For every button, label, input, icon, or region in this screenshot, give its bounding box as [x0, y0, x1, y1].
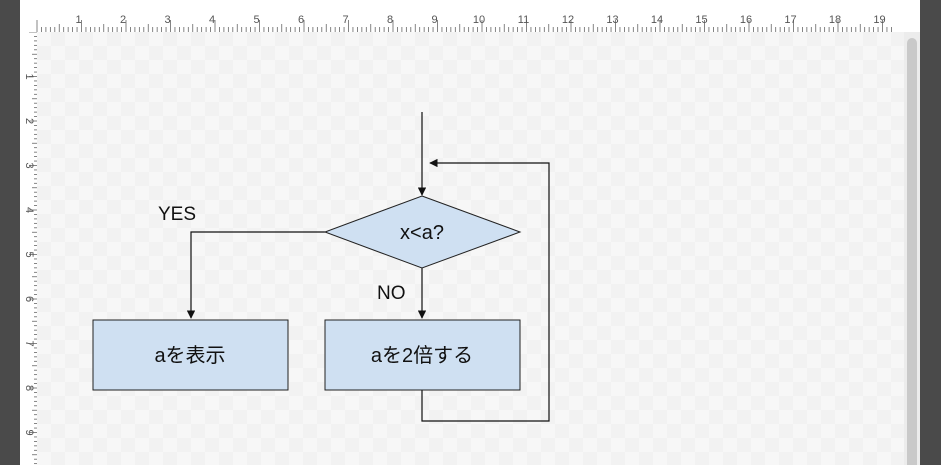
- decision-node[interactable]: x<a?: [323, 195, 522, 269]
- ruler-number: 7: [23, 340, 35, 346]
- loop-back-edge[interactable]: [421, 158, 550, 422]
- ruler-number: 4: [209, 14, 215, 26]
- show-a-label: aを表示: [154, 344, 225, 367]
- double-a-box[interactable]: [324, 319, 521, 391]
- show-a-box[interactable]: [92, 319, 289, 391]
- double-a-label: aを2倍する: [371, 344, 473, 367]
- ruler-number: 14: [651, 14, 663, 26]
- double-a-node[interactable]: aを2倍する: [324, 319, 521, 391]
- top-ruler-strip: [20, 0, 920, 12]
- vertical-ruler-ticks: 1 2 3 4 5 6 7 8 9: [23, 31, 37, 465]
- ruler-number: 2: [120, 14, 126, 26]
- ruler-number: 18: [829, 14, 841, 26]
- ruler-number: 6: [298, 14, 304, 26]
- ruler-number: 8: [23, 385, 35, 391]
- ruler-number: 5: [23, 251, 35, 257]
- ruler-number: 12: [562, 14, 574, 26]
- ruler-number: 17: [784, 14, 796, 26]
- ruler-number: 8: [387, 14, 393, 26]
- yes-edge[interactable]: [186, 231, 325, 319]
- ruler-number: 7: [342, 14, 348, 26]
- ruler-number: 19: [873, 14, 885, 26]
- ruler-number: 1: [23, 73, 35, 79]
- yes-label: YES: [158, 204, 196, 225]
- ruler-number: 4: [23, 207, 35, 213]
- no-label: NO: [377, 283, 406, 304]
- vertical-scrollbar[interactable]: [904, 32, 920, 465]
- decision-label: x<a?: [400, 222, 444, 244]
- ruler-number: 1: [75, 14, 81, 26]
- ruler-number: 15: [695, 14, 707, 26]
- ruler-number: 16: [740, 14, 752, 26]
- ruler-number: 3: [23, 162, 35, 168]
- diagram-canvas[interactable]: x<a? aを表示 aを2倍する YES NO: [37, 32, 920, 465]
- show-a-node[interactable]: aを表示: [92, 319, 289, 391]
- ruler-number: 9: [431, 14, 437, 26]
- ruler-number: 13: [606, 14, 618, 26]
- ruler-number: 2: [23, 118, 35, 124]
- ruler-number: 11: [518, 14, 529, 26]
- scrollbar-thumb[interactable]: [907, 38, 917, 465]
- ruler-number: 5: [253, 14, 259, 26]
- ruler-number: 9: [23, 429, 35, 435]
- ruler-number: 6: [23, 296, 35, 302]
- ruler-number: 3: [164, 14, 170, 26]
- flowchart: x<a? aを表示 aを2倍する YES NO: [92, 112, 550, 422]
- vertical-ruler: 1 2 3 4 5 6 7 8 9: [20, 31, 37, 465]
- ruler-number: 10: [473, 14, 485, 26]
- decision-shape[interactable]: [323, 195, 522, 269]
